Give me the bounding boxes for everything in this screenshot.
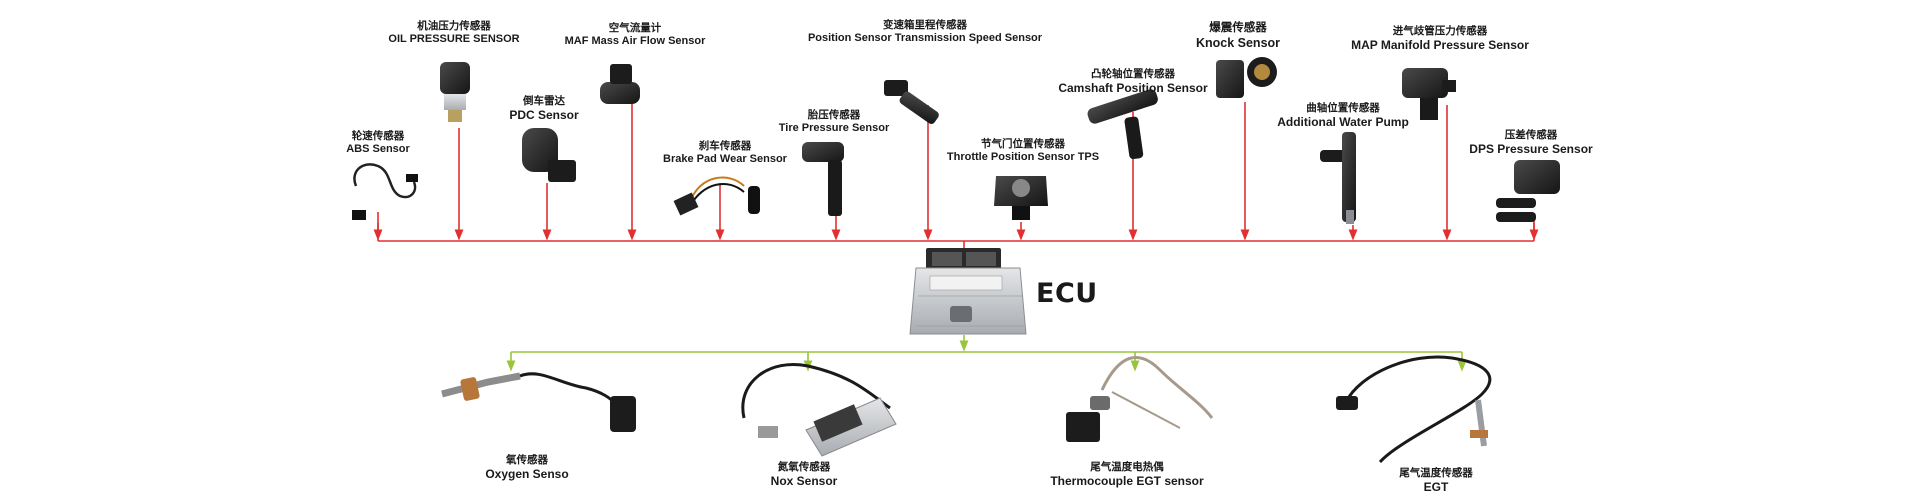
thermocouple-egt-icon (1066, 355, 1214, 442)
tps-sensor-icon (994, 176, 1048, 220)
oxygen-sensor-icon (441, 372, 636, 432)
camshaft-sensor-icon (1087, 89, 1158, 160)
ecu-port (950, 306, 972, 322)
bottom-bus (506, 335, 1467, 372)
transmission-speed-sensor-icon (884, 80, 939, 124)
map-sensor-icon (1402, 68, 1456, 120)
pdc-sensor-icon (522, 128, 576, 182)
ecu-label: ECU (1036, 278, 1098, 309)
tire-pressure-sensor-icon (802, 142, 844, 216)
abs-sensor-icon (352, 163, 418, 220)
ecu-unit (909, 248, 1027, 335)
egt-sensor-icon (1336, 355, 1492, 464)
crankshaft-sensor-icon (1320, 132, 1356, 224)
brake-pad-sensor-icon (673, 176, 760, 216)
ecu-sticker (929, 275, 1003, 291)
top-bus (373, 102, 1539, 252)
knock-sensor-icon (1216, 57, 1277, 98)
dps-sensor-icon (1496, 160, 1560, 222)
maf-sensor-icon (600, 64, 640, 104)
nox-sensor-icon (741, 363, 897, 457)
oil-pressure-sensor-icon (440, 62, 470, 122)
